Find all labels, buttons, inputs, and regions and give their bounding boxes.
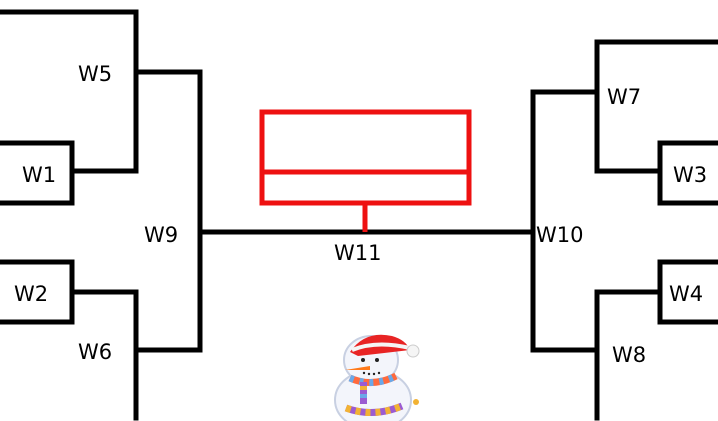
left-top-branch-line <box>0 12 136 171</box>
label-w5: W5 <box>78 64 112 85</box>
champion-box <box>262 112 469 203</box>
w10-connector-line <box>533 92 597 350</box>
snowman-icon <box>335 335 419 421</box>
label-w9: W9 <box>144 225 178 246</box>
label-w7: W7 <box>607 87 641 108</box>
label-w10: W10 <box>536 225 584 246</box>
label-w1: W1 <box>22 165 56 186</box>
label-w6: W6 <box>78 342 112 363</box>
label-w8: W8 <box>612 345 646 366</box>
label-w11: W11 <box>334 243 382 264</box>
label-w4: W4 <box>669 284 703 305</box>
label-w3: W3 <box>673 165 707 186</box>
label-w2: W2 <box>14 284 48 305</box>
w5-w9-connector-line <box>136 72 200 350</box>
